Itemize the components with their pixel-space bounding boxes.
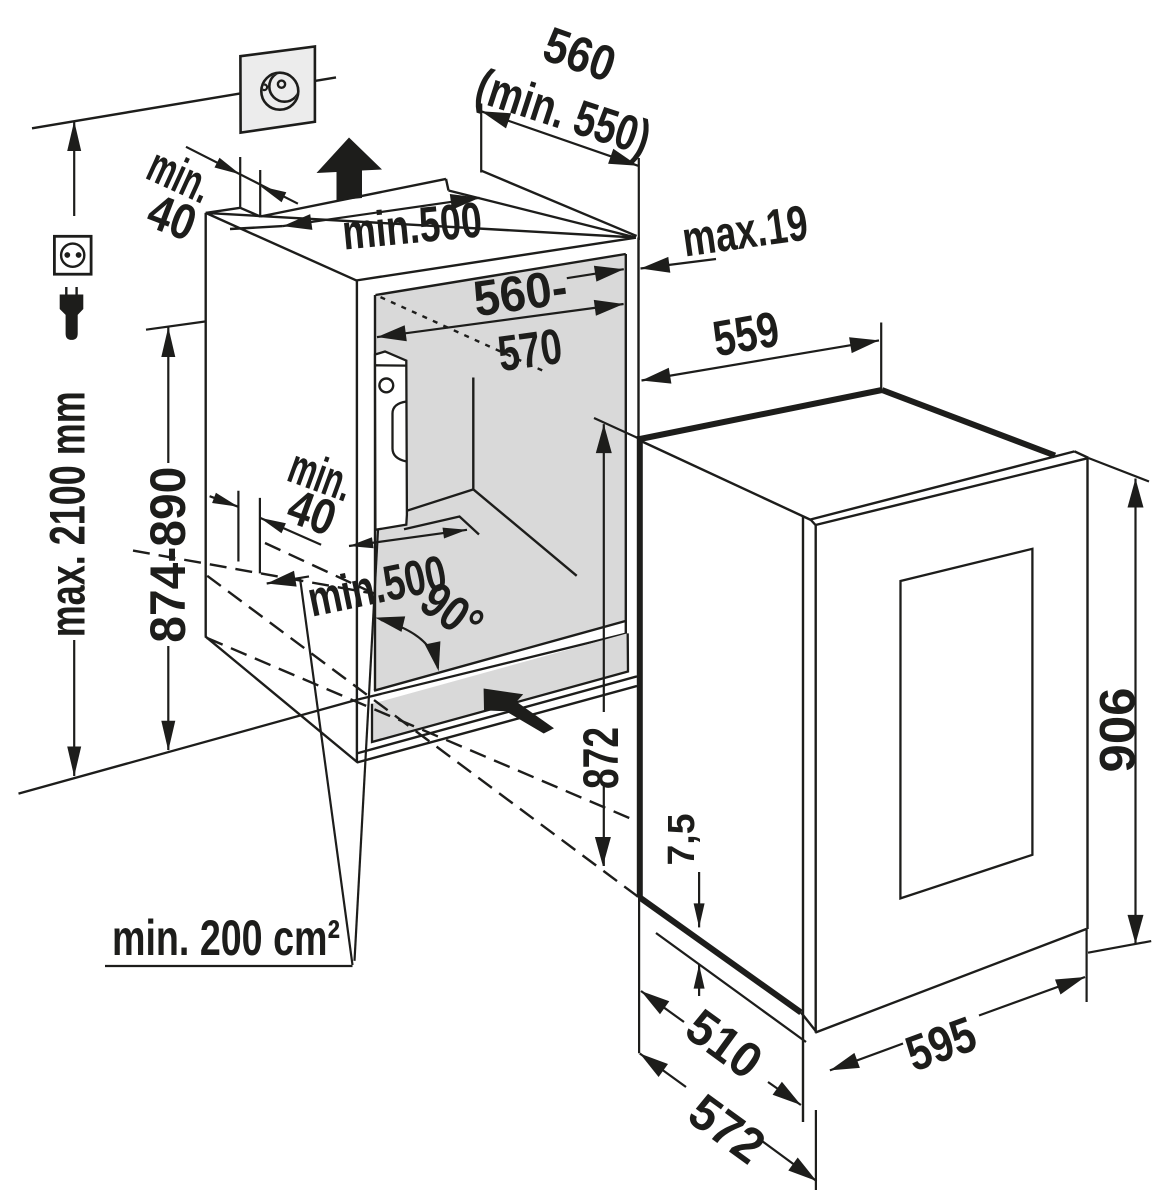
- svg-text:559: 559: [709, 301, 784, 368]
- svg-text:874-890: 874-890: [140, 467, 196, 643]
- svg-text:872: 872: [573, 727, 629, 789]
- svg-text:max. 2100 mm: max. 2100 mm: [40, 391, 96, 637]
- svg-text:min.500: min.500: [340, 191, 485, 260]
- svg-text:906: 906: [1090, 688, 1146, 773]
- svg-text:560-: 560-: [470, 259, 571, 328]
- svg-text:7,5: 7,5: [661, 814, 703, 866]
- svg-text:570: 570: [494, 318, 565, 382]
- svg-text:min. 200 cm²: min. 200 cm²: [112, 910, 340, 966]
